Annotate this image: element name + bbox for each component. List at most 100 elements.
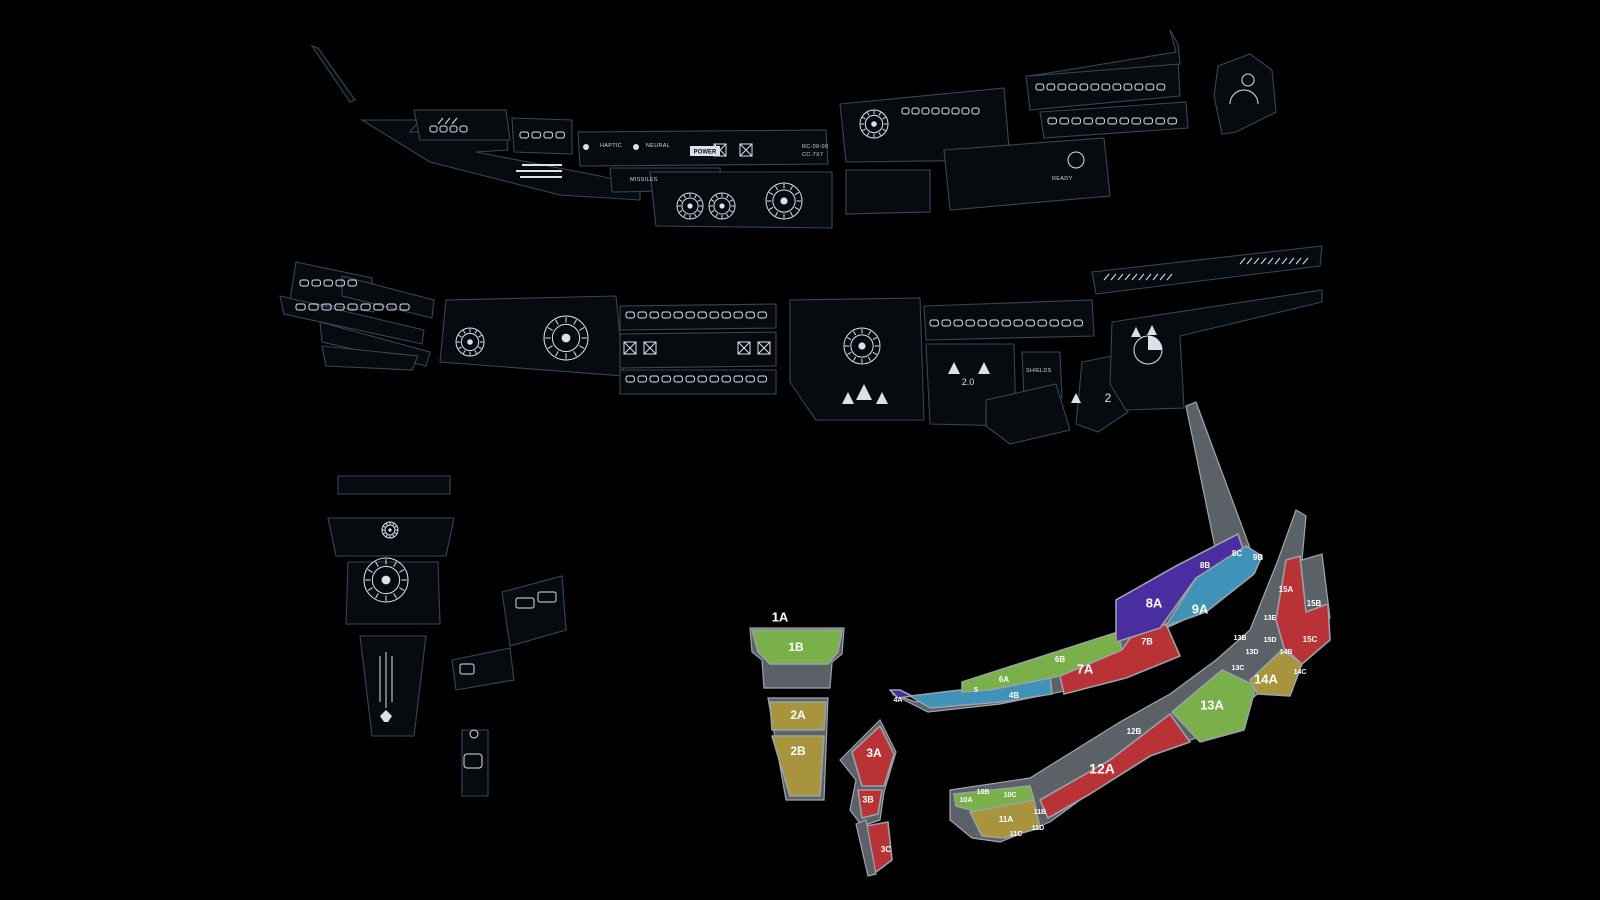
mid-row1-btn-icon (757, 311, 767, 319)
fan-right-icon-tick (715, 195, 718, 199)
right-b-btn-icon (1047, 117, 1057, 125)
uv-label-7a: 7A (1077, 661, 1094, 676)
x-icon-4-cross (757, 341, 771, 355)
ll-bar (337, 475, 451, 495)
mid-row3-btn-icon (721, 375, 731, 383)
hud-haptic-text: HAPTIC (600, 143, 622, 149)
mid-right-btn-icon (941, 319, 951, 327)
ll-small (461, 729, 489, 797)
mid-panel-center (789, 297, 925, 421)
mid-center-dial-icon-tick (853, 330, 857, 336)
right-b-btn-icon (1167, 117, 1177, 125)
mid-row1-btn-icon (661, 311, 671, 319)
hazard-stripe-icon-2 (1253, 257, 1260, 265)
uv-label-13c: 13C (1232, 665, 1245, 672)
right-a-btn-icon (1156, 83, 1166, 91)
mid-row1-btn-icon (637, 311, 647, 319)
mid-main-dial-icon-tick (579, 345, 585, 349)
mid-left-btn-icon (335, 279, 345, 287)
uv-label-1a: 1A (772, 609, 789, 624)
side-b-icon (459, 663, 475, 675)
mid-left3-btn-icon (308, 303, 319, 311)
mid-main-dial-icon-inner (551, 323, 581, 353)
core-dial-icon-tick (794, 192, 800, 196)
mid-row1-btn-icon (709, 311, 719, 319)
mid-right-btn-icon (1013, 319, 1023, 327)
mid-row3-btn-icon (649, 375, 659, 383)
fan-right-icon-tick (711, 210, 715, 213)
mid-main-dial-icon-hub (561, 333, 571, 343)
zone-1b (751, 629, 843, 665)
mid-main-dial-icon-tick (555, 351, 559, 357)
radar-dial-icon-hub (871, 121, 877, 127)
mid-right-btn-icon (989, 319, 999, 327)
lower-top-hub-icon-tick (385, 523, 388, 526)
zone-11 (969, 799, 1041, 839)
core-dial-icon (765, 182, 803, 220)
right-b-btn-icon (1107, 117, 1117, 125)
radar-dial-icon-tick (878, 112, 882, 116)
uv-label-11c: 11C (1010, 831, 1022, 838)
lower-top-hub-icon-hub (388, 528, 392, 532)
radar-dial-icon-tick (862, 116, 866, 120)
lower-top-hub-icon-tick (383, 525, 386, 528)
emblem-icon (380, 710, 392, 722)
mid-row1-btn-icon (685, 311, 695, 319)
hud-two-text: 2 (1105, 391, 1112, 405)
lower-top-hub-icon-tick (383, 532, 386, 535)
x-icon-3-cross (737, 341, 751, 355)
lower-top-hub-icon-inner (384, 524, 396, 536)
hazard-stripe-icon-2 (1302, 257, 1309, 265)
mid-left-dial-icon-tick (458, 334, 462, 338)
chevron-icon (437, 117, 444, 125)
zone-2a (769, 701, 827, 731)
mid-left-dial-icon-inner (460, 332, 480, 352)
lower-dial-icon-tick (399, 587, 405, 591)
uv-label-3b: 3B (862, 794, 874, 804)
uv-label-13d: 13D (1246, 649, 1259, 656)
uv-label-8b: 8B (1200, 561, 1210, 570)
mid-main-dial-icon-tick (547, 327, 553, 331)
hud-glyph-layer (295, 73, 1309, 769)
radar-dial-icon (859, 109, 889, 139)
mid-panel-left-2 (341, 275, 435, 319)
lower-top-hub-icon-tick (392, 534, 395, 537)
power-badge-text: POWER (694, 150, 717, 156)
hazard-stripe-icon-2 (1246, 257, 1253, 265)
mid-center-dial-icon-tick (872, 351, 878, 355)
top-btn-icon (439, 125, 448, 133)
x-icon-1-cross (623, 341, 637, 355)
core-dial-icon-tick (789, 185, 793, 191)
hud-code-2: CC-7X7 (802, 152, 823, 158)
right-a-btn-icon (1145, 83, 1155, 91)
right-b-btn-icon (1155, 117, 1165, 125)
second-dashboard-strip (279, 245, 1323, 445)
fan-right-icon-tick (711, 199, 715, 202)
mid-main-dial-icon-tick (579, 327, 585, 331)
hud-shields-text: SHIELDS (1026, 368, 1052, 374)
uv-label-7b: 7B (1141, 636, 1153, 646)
uv-label-11d: 11D (1032, 825, 1044, 832)
fan-left-icon-hub (687, 203, 693, 209)
fan-left-icon-tick (697, 199, 701, 202)
hazard-stripe-icon-2 (1288, 257, 1295, 265)
right-a-btn-icon (1057, 83, 1067, 91)
uv-label-14c: 14C (1294, 669, 1307, 676)
mid-panel-left-1 (289, 261, 375, 313)
mid-left-btn-icon (311, 279, 321, 287)
uv-label-11b: 11B (1034, 809, 1046, 816)
right-a-btn-icon (1134, 83, 1144, 91)
right-a-btn-icon (1101, 83, 1111, 91)
core-dial-icon-tick (768, 206, 774, 210)
tri-two-icon (1071, 393, 1081, 403)
hazard-stripe-icon-2 (1260, 257, 1267, 265)
mid-row1-btn-icon (673, 311, 683, 319)
uv-label-8c: 8C (1232, 549, 1242, 558)
uv-label-15b: 15B (1307, 599, 1322, 608)
lower-top-hub-icon-tick (392, 523, 395, 526)
hazard-stripe-icon-2 (1295, 257, 1302, 265)
x-icon-1 (623, 341, 637, 355)
mid-left-btn-icon (323, 279, 333, 287)
right-a-btn-icon (1035, 83, 1045, 91)
